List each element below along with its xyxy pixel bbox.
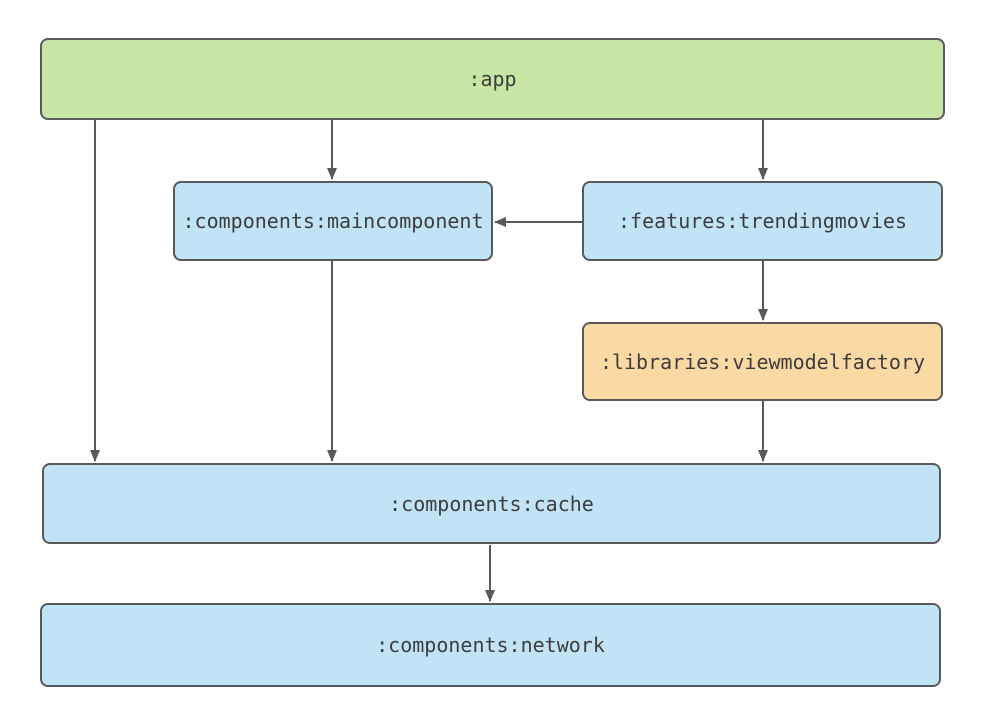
- module-node-label: :components:maincomponent: [182, 209, 484, 233]
- module-node-cache: :components:cache: [42, 463, 941, 544]
- module-node-viewmodelfactory: :libraries:viewmodelfactory: [582, 322, 943, 401]
- module-node-label: :libraries:viewmodelfactory: [599, 349, 926, 374]
- module-node-network: :components:network: [40, 603, 941, 687]
- module-node-trendingmovies: :features:trendingmovies: [582, 181, 943, 261]
- module-node-label: :components:cache: [389, 491, 594, 516]
- module-node-label: :features:trendingmovies: [618, 209, 907, 233]
- module-node-maincomponent: :components:maincomponent: [173, 181, 493, 261]
- module-node-label: :components:network: [376, 633, 605, 657]
- module-node-label: :app: [468, 67, 517, 91]
- module-node-app: :app: [40, 38, 945, 120]
